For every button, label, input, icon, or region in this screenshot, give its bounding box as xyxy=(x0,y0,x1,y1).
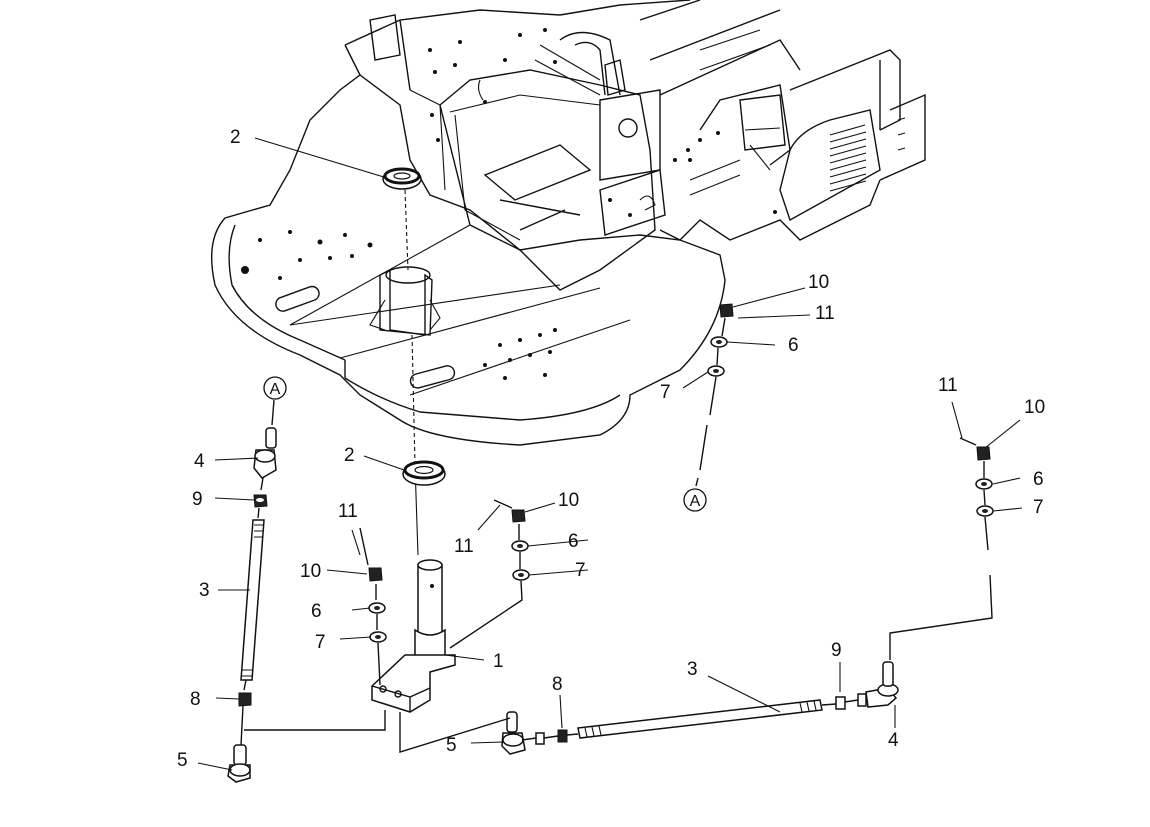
callout-11: 11 xyxy=(815,303,835,324)
callout-1: 1 xyxy=(493,651,504,672)
callout-11: 11 xyxy=(454,536,474,557)
callout-7: 7 xyxy=(315,632,326,653)
callout-4: 4 xyxy=(194,451,205,472)
bearing-mid xyxy=(402,460,446,486)
callout-10: 10 xyxy=(1024,397,1045,418)
bearing-top xyxy=(382,167,422,190)
upper-center-fasteners xyxy=(449,499,530,649)
reference-mark-label: A xyxy=(690,493,701,510)
callout-4: 4 xyxy=(888,730,899,751)
callout-5: 5 xyxy=(177,750,188,771)
callout-2: 2 xyxy=(344,445,355,466)
floor-holes xyxy=(241,230,557,380)
bottom-linkage xyxy=(501,661,899,755)
callout-11: 11 xyxy=(938,375,958,396)
callout-2: 2 xyxy=(230,127,241,148)
axis-line xyxy=(404,189,416,466)
left-linkage xyxy=(227,399,277,783)
reference-mark-a-center: A xyxy=(683,488,707,512)
callout-9: 9 xyxy=(192,489,203,510)
callout-9: 9 xyxy=(831,640,842,661)
machine-frame xyxy=(210,0,926,446)
connection-lines xyxy=(244,710,511,753)
callout-5: 5 xyxy=(446,735,457,756)
callout-8: 8 xyxy=(190,689,201,710)
center-fasteners xyxy=(359,527,387,686)
callout-3: 3 xyxy=(199,580,210,601)
callout-6: 6 xyxy=(1033,469,1044,490)
callout-6: 6 xyxy=(788,335,799,356)
callout-3: 3 xyxy=(687,659,698,680)
callout-labels: 1 2 2 3 3 4 4 5 5 6 6 6 6 7 7 7 7 8 8 9 … xyxy=(177,127,1045,771)
callout-10: 10 xyxy=(558,490,579,511)
reference-mark-a-left: A xyxy=(263,376,287,400)
right-fasteners xyxy=(889,437,994,660)
vent-grille xyxy=(829,124,867,192)
steering-spindle xyxy=(371,559,456,713)
callout-6: 6 xyxy=(311,601,322,622)
callout-6: 6 xyxy=(568,531,579,552)
reference-mark-label: A xyxy=(270,381,281,398)
leader-lines xyxy=(197,137,1023,771)
callout-8: 8 xyxy=(552,674,563,695)
callout-11: 11 xyxy=(338,501,358,522)
upper-right-fasteners xyxy=(695,303,734,487)
callout-7: 7 xyxy=(1033,497,1044,518)
callout-7: 7 xyxy=(660,382,671,403)
callout-10: 10 xyxy=(808,272,829,293)
callout-7: 7 xyxy=(575,560,586,581)
callout-10: 10 xyxy=(300,561,321,582)
